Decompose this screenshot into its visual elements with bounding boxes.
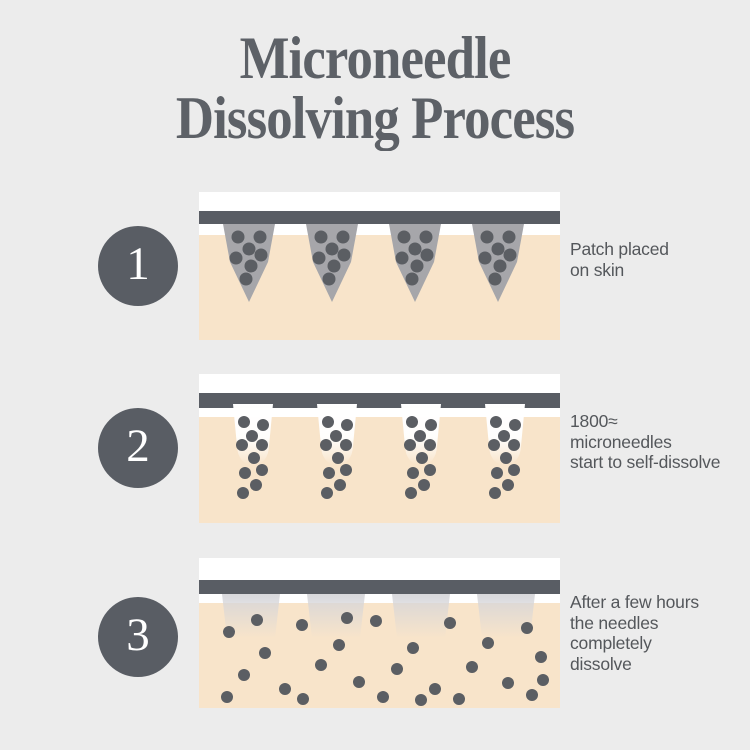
fully-dissolved-diagram (199, 580, 560, 708)
step-1-number: 1 (126, 237, 150, 290)
step-2-number: 2 (126, 419, 150, 472)
step-1-number-badge: 1 (98, 226, 178, 306)
step-2-number-badge: 2 (98, 408, 178, 488)
patch-on-skin-diagram (199, 211, 560, 340)
patch-backing-bar (199, 393, 560, 408)
step-3-caption: After a few hours the needles completely… (570, 592, 699, 674)
needle-remnant-icon (392, 594, 450, 638)
step-1-illustration (199, 192, 560, 340)
dispersed-drug-dots (221, 612, 549, 706)
needle-remnant-icon (307, 594, 365, 638)
patch-backing-bar (199, 580, 560, 594)
step-2-illustration (199, 374, 560, 523)
step-3-number: 3 (126, 608, 150, 661)
dissolving-needles-diagram (199, 393, 560, 523)
step-3-illustration (199, 558, 560, 708)
patch-backing-bar (199, 211, 560, 224)
step-3-number-badge: 3 (98, 597, 178, 677)
step-2-caption: 1800≈ microneedles start to self-dissolv… (570, 411, 721, 472)
page-title: Microneedle Dissolving Process (175, 25, 575, 151)
step-1-caption: Patch placed on skin (570, 239, 669, 280)
